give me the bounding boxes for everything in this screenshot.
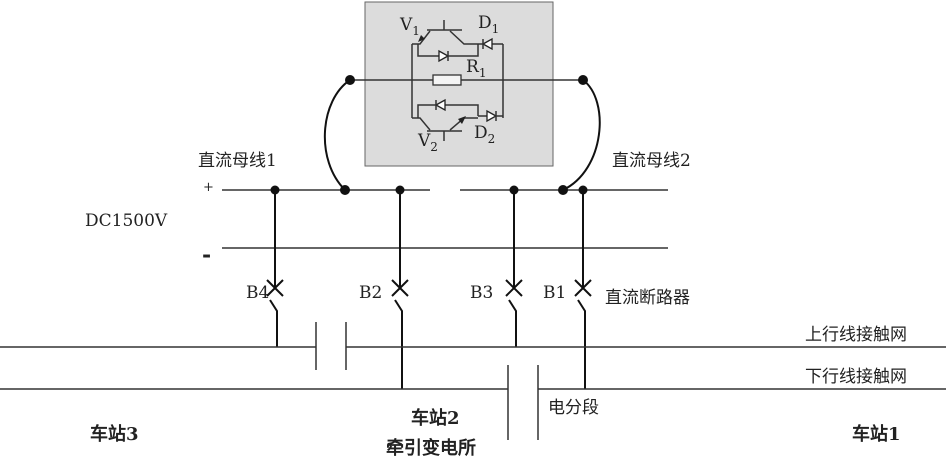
down-line-label: 下行线接触网 bbox=[805, 367, 907, 387]
bidirectional-switch-module: V1 D1 R1 V2 D2 bbox=[350, 1, 583, 167]
resistor-r1-icon bbox=[432, 74, 462, 86]
station-2-label: 车站2 bbox=[411, 407, 460, 429]
up-line-label: 上行线接触网 bbox=[805, 325, 907, 345]
diode-v1-icon bbox=[438, 49, 450, 63]
station-3-label: 车站3 bbox=[90, 423, 139, 445]
voltage-label: DC1500V bbox=[85, 211, 168, 231]
breaker-b1-label: B1 bbox=[543, 283, 566, 303]
diode-v2-icon bbox=[434, 98, 446, 112]
label-v1: V1 bbox=[399, 15, 420, 38]
diode-d1-icon bbox=[481, 37, 493, 51]
bus-2-label: 直流母线2 bbox=[612, 151, 691, 171]
breaker-b2-label: B2 bbox=[359, 283, 382, 303]
breaker-b3-label: B3 bbox=[470, 283, 493, 303]
label-d2: D2 bbox=[474, 123, 495, 146]
station-1-label: 车站1 bbox=[852, 423, 901, 445]
jumper-cable-right bbox=[562, 79, 601, 191]
breaker-caption: 直流断路器 bbox=[605, 288, 690, 308]
igbt-v2-icon bbox=[458, 116, 466, 124]
breaker-b4-label: B4 bbox=[246, 283, 269, 303]
substation-label: 牵引变电所 bbox=[386, 437, 476, 459]
minus-sign: - bbox=[202, 242, 211, 268]
plus-sign: + bbox=[203, 180, 214, 195]
label-v2: V2 bbox=[417, 131, 438, 154]
bus-1-label: 直流母线1 bbox=[198, 151, 277, 171]
feeders bbox=[266, 185, 592, 389]
jumper-cable-left bbox=[324, 79, 351, 191]
label-r1: R1 bbox=[466, 57, 486, 80]
diode-d2-icon bbox=[486, 109, 498, 123]
label-d1: D1 bbox=[478, 13, 499, 36]
section-label: 电分段 bbox=[548, 398, 599, 418]
igbt-v1-icon bbox=[418, 35, 425, 42]
